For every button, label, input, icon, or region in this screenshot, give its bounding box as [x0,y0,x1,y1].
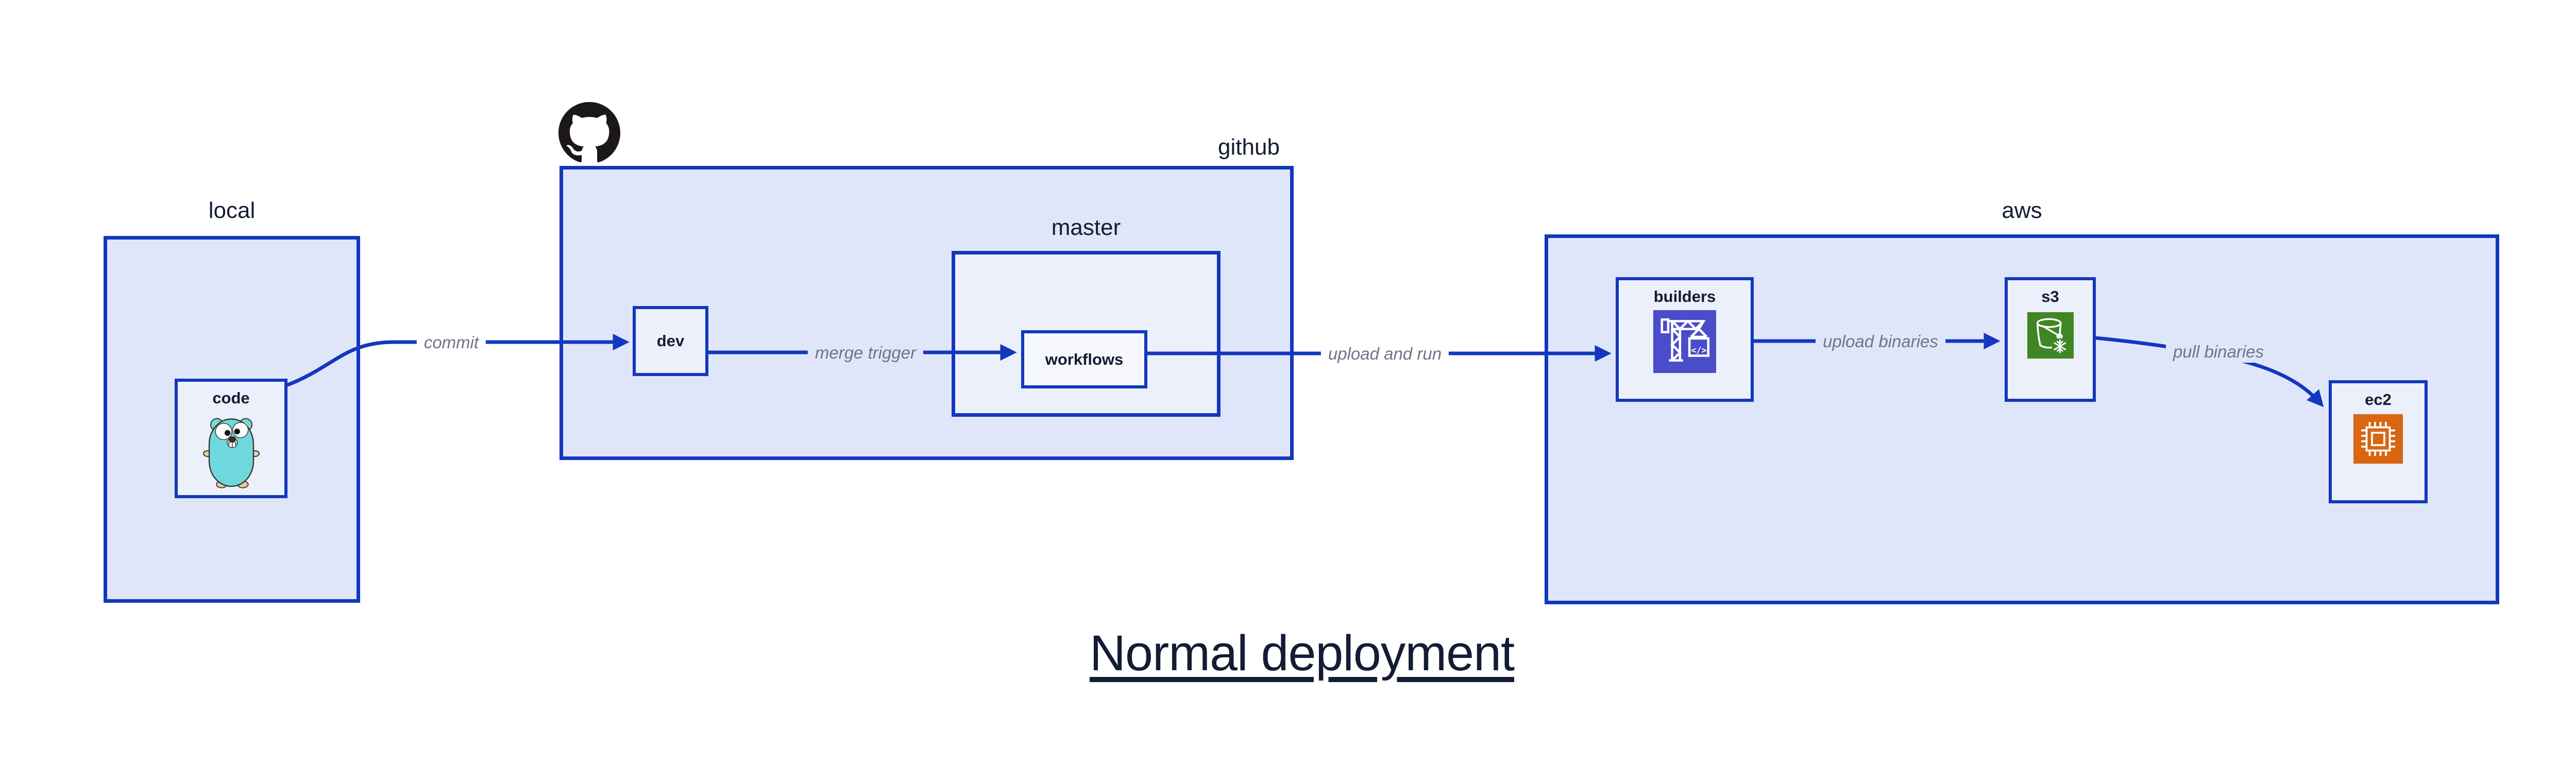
go-gopher-icon [178,412,284,489]
code-node: code [175,379,287,498]
ec2-node: ec2 [2329,380,2428,503]
ec2-node-label: ec2 [2365,390,2392,409]
pull-binaries-edge-label: pull binaries [2165,341,2272,363]
ec2-chip-icon [2332,414,2425,464]
github-octocat-icon [558,102,620,164]
codebuild-code-glyph: </> [1691,345,1706,355]
dev-node-label: dev [656,332,685,350]
s3-node: s3 [2005,277,2096,402]
workflows-node: workflows [1021,330,1147,388]
aws-zone-label: aws [2002,198,2042,223]
diagram-title: Normal deployment [0,624,2576,682]
builders-node: builders </> [1616,277,1754,402]
upload-and-run-edge-label: upload and run [1320,343,1449,365]
codebuild-crane-icon: </> [1619,310,1751,373]
s3-glacier-bucket-icon [2008,312,2093,359]
dev-node: dev [633,306,708,376]
workflows-node-label: workflows [1045,350,1124,368]
commit-edge-label: commit [416,332,486,353]
github-zone-label: github [1218,134,1280,160]
s3-node-label: s3 [2041,287,2059,305]
merge-trigger-edge-label: merge trigger [807,342,924,364]
local-zone-label: local [208,198,256,223]
upload-binaries-edge-label: upload binaries [1816,331,1945,352]
diagram-title-text: Normal deployment [1089,625,1515,681]
master-zone-label: master [1051,215,1121,240]
code-node-label: code [212,389,250,407]
builders-node-label: builders [1653,287,1716,305]
